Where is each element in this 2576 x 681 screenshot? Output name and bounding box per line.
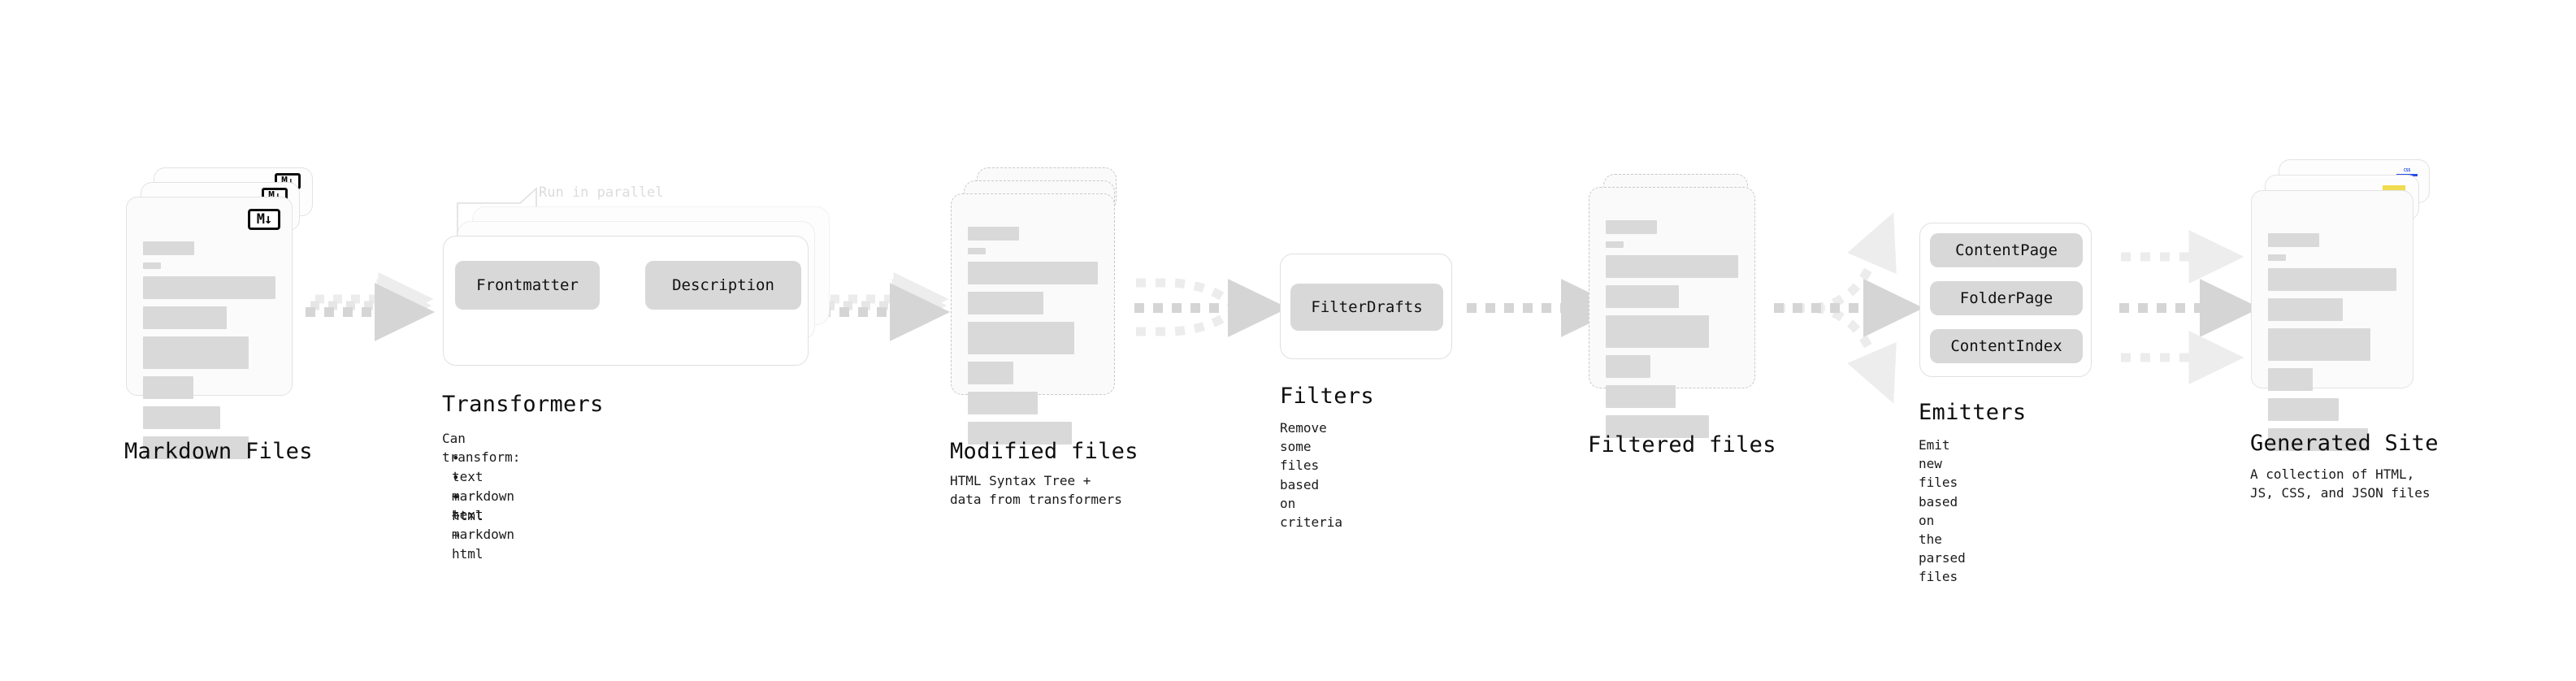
skeleton-line xyxy=(1606,385,1676,408)
transformers-bullet-1: • markdown → markdown xyxy=(452,470,515,542)
emitters-caption: Emit new files based on the parsed files xyxy=(1919,437,1966,585)
skeleton-line xyxy=(968,362,1013,384)
stage-modified-files: Modified files HTML Syntax Tree + data f… xyxy=(950,167,1138,507)
stage-title-filters: Filters xyxy=(1280,384,1374,409)
skeleton-line xyxy=(1606,315,1710,348)
skeleton-line xyxy=(1606,255,1738,278)
skeleton-line xyxy=(143,436,249,459)
filtered-card-stack xyxy=(1589,167,1776,438)
markdown-card-stack: M↓ M↓ M↓ xyxy=(126,167,321,459)
stage-title-transformers: Transformers xyxy=(442,392,604,417)
connector-emitters-to-site xyxy=(2119,230,2261,384)
transformer-plugin-label: Description xyxy=(672,276,774,294)
skeleton-line xyxy=(968,262,1098,284)
transformers-bullet-0: • text → text xyxy=(452,450,484,523)
markdown-icon-glyph: M↓ xyxy=(256,210,273,228)
stage-markdown-files: M↓ M↓ M↓ xyxy=(124,167,321,464)
connector-modified-to-filters xyxy=(1134,278,1289,337)
stage-title-generated-site: Generated Site xyxy=(2250,431,2439,456)
modified-skeleton-body xyxy=(968,227,1098,445)
connector-filtered-to-emitters xyxy=(1774,212,1924,404)
skeleton-line xyxy=(968,248,986,254)
stage-title-modified-files: Modified files xyxy=(950,439,1138,464)
skeleton-line xyxy=(2268,398,2339,421)
filtered-skeleton-body xyxy=(1606,220,1738,438)
skeleton-line xyxy=(2268,328,2371,361)
emitter-plugin-contentpage[interactable]: ContentPage xyxy=(1930,233,2083,267)
transformer-plugin-label: Frontmatter xyxy=(476,276,579,294)
filters-group-box[interactable]: FilterDrafts xyxy=(1280,254,1452,359)
markdown-card-front: M↓ xyxy=(126,197,293,459)
skeleton-line xyxy=(143,336,249,369)
skeleton-line xyxy=(1606,220,1657,234)
skeleton-line xyxy=(1606,285,1679,308)
skeleton-line xyxy=(1606,241,1624,248)
skeleton-line xyxy=(968,227,1019,241)
site-skeleton-body xyxy=(2268,233,2396,451)
filtered-card-front xyxy=(1589,187,1755,438)
markdown-skeleton-body xyxy=(143,241,275,459)
stage-filtered-files: Filtered files xyxy=(1588,167,1776,458)
run-in-parallel-label: Run in parallel xyxy=(539,184,664,201)
transformer-plugin-description[interactable]: Description xyxy=(645,261,801,310)
connector-transformers-to-modified xyxy=(821,272,951,341)
modified-card-stack xyxy=(951,167,1138,445)
skeleton-line xyxy=(143,241,194,255)
emitter-plugin-label: ContentIndex xyxy=(1950,337,2062,355)
stage-generated-site: CSS Generated Site xyxy=(2250,159,2446,501)
emitter-plugin-label: ContentPage xyxy=(1955,241,2058,259)
emitter-plugin-folderpage[interactable]: FolderPage xyxy=(1930,281,2083,315)
modified-files-caption: HTML Syntax Tree + data from transformer… xyxy=(950,473,1122,508)
skeleton-line xyxy=(143,306,227,329)
emitter-plugin-label: FolderPage xyxy=(1959,289,2053,307)
skeleton-line xyxy=(2268,368,2314,391)
emitter-plugin-contentindex[interactable]: ContentIndex xyxy=(1930,329,2083,363)
skeleton-line xyxy=(1606,355,1651,378)
skeleton-line xyxy=(143,262,161,269)
skeleton-line xyxy=(968,422,1072,445)
filter-plugin-label: FilterDrafts xyxy=(1311,298,1423,316)
skeleton-line xyxy=(143,406,220,429)
stage-title-emitters: Emitters xyxy=(1919,400,2027,425)
generated-site-caption: A collection of HTML, JS, CSS, and JSON … xyxy=(2250,466,2431,501)
skeleton-line xyxy=(968,292,1043,314)
emitters-group-box[interactable]: ContentPage FolderPage ContentIndex xyxy=(1919,223,2092,377)
transformers-caption: Can transform: xyxy=(442,431,521,466)
transformer-plugin-frontmatter[interactable]: Frontmatter xyxy=(455,261,600,310)
filters-caption: Remove some files based on criteria xyxy=(1280,420,1343,530)
skeleton-line xyxy=(1606,415,1710,438)
modified-card-front xyxy=(951,193,1115,445)
site-card-front-html xyxy=(2251,190,2413,451)
skeleton-line xyxy=(2268,428,2369,451)
skeleton-line xyxy=(2268,233,2319,247)
skeleton-line xyxy=(143,376,193,399)
skeleton-line xyxy=(968,392,1039,414)
markdown-icon: M↓ xyxy=(248,209,280,230)
skeleton-line xyxy=(2268,254,2286,261)
transformers-bullet-2: • html → html xyxy=(452,489,484,562)
site-card-stack: CSS xyxy=(2251,159,2446,451)
stage-title-markdown-files: Markdown Files xyxy=(124,439,313,464)
skeleton-line xyxy=(143,276,275,299)
skeleton-line xyxy=(2268,268,2396,291)
skeleton-line xyxy=(968,322,1075,354)
skeleton-line xyxy=(2268,298,2343,321)
transformers-group-box[interactable]: Frontmatter Description xyxy=(443,236,809,366)
stage-title-filtered-files: Filtered files xyxy=(1588,432,1776,458)
filter-plugin-filterdrafts[interactable]: FilterDrafts xyxy=(1290,284,1443,331)
